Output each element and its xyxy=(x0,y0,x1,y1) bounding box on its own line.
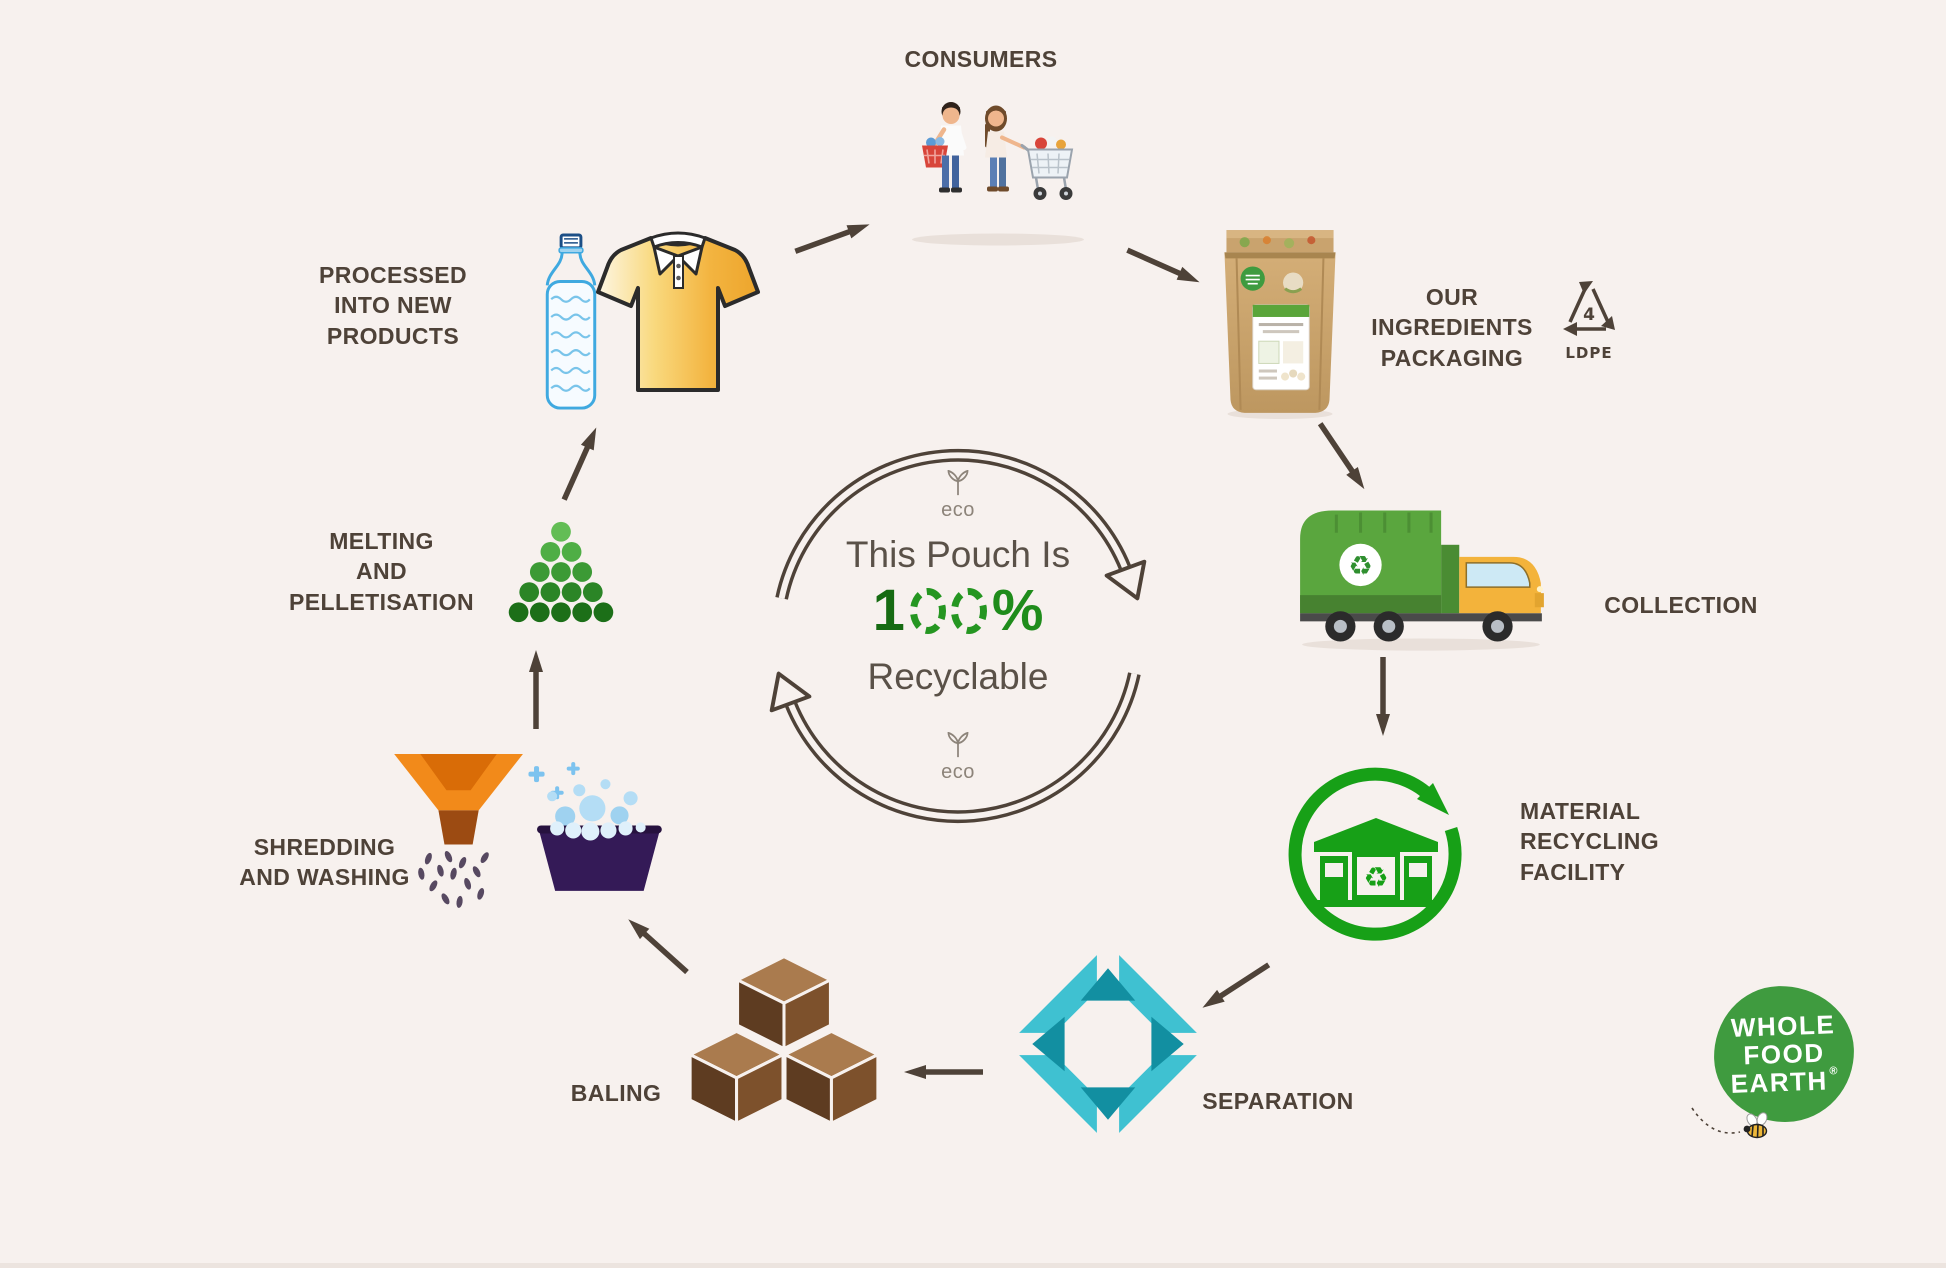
bottom-edge xyxy=(0,1263,1946,1268)
ldpe-resin-code-icon: 4 LDPE xyxy=(1563,281,1615,362)
shredding-washing-icon xyxy=(394,754,662,908)
packaging-label: OUR INGREDIENTS PACKAGING xyxy=(1352,282,1552,373)
collection-label: COLLECTION xyxy=(1604,592,1758,618)
mrf-label-line2: RECYCLING xyxy=(1520,828,1660,855)
pouch-packaging-illustration xyxy=(1224,230,1336,419)
shredding-label-line1: SHREDDING xyxy=(253,834,396,860)
baling-cubes-icon xyxy=(688,955,880,1125)
arrow-consumers-to-packaging xyxy=(1121,242,1204,291)
material-recycling-facility-icon: ♻ xyxy=(1288,767,1462,941)
arrow-baling-to-shredding xyxy=(621,912,694,980)
arrow-processed-to-consumers xyxy=(790,216,874,260)
zero-glyph xyxy=(909,588,946,634)
consumers-illustration xyxy=(912,102,1084,246)
cycle-arrows-icon xyxy=(769,448,1147,824)
tshirt-icon xyxy=(596,231,760,392)
pellets-icon xyxy=(508,521,614,623)
mrf-label-line3: FACILITY xyxy=(1520,858,1626,885)
arrow-mrf-to-separation xyxy=(1196,956,1275,1015)
arrow-packaging-to-collection xyxy=(1312,417,1372,496)
zero-glyph xyxy=(950,588,987,634)
ldpe-text: LDPE xyxy=(1565,344,1612,362)
center-text-line1: This Pouch Is xyxy=(845,534,1071,575)
packaging-label-line2: PACKAGING xyxy=(1380,344,1524,371)
percent-digit: 1 xyxy=(872,578,905,643)
separation-icon xyxy=(1002,938,1214,1150)
mrf-label: MATERIAL RECYCLING FACILITY xyxy=(1520,796,1680,887)
separation-label: SEPARATION xyxy=(1202,1088,1354,1114)
processed-label-line1: PROCESSED xyxy=(318,262,468,288)
logo-text-line3: EARTH® xyxy=(1730,1065,1840,1099)
bee-icon xyxy=(1691,1107,1768,1139)
processed-label: PROCESSED INTO NEW PRODUCTS xyxy=(268,260,518,351)
melting-label-line2: AND xyxy=(355,558,408,585)
packaging-label-line1: OUR INGREDIENTS xyxy=(1371,284,1533,341)
eco-icon-bottom: eco xyxy=(740,731,1176,784)
percent-row: 1 % xyxy=(740,582,1176,640)
ldpe-number: 4 xyxy=(1583,305,1595,325)
sprout-icon xyxy=(947,469,969,496)
shredding-label-line2: AND WASHING xyxy=(239,864,410,891)
arrow-melting-to-processed xyxy=(556,422,605,505)
center-text-line2: Recyclable xyxy=(867,656,1049,697)
processed-label-line2: INTO NEW PRODUCTS xyxy=(326,292,460,349)
arrow-collection-to-mrf xyxy=(1375,654,1391,738)
eco-icon-top: eco xyxy=(740,469,1176,522)
water-bottle-icon xyxy=(545,233,597,410)
arrow-separation-to-baling xyxy=(902,1064,986,1080)
mrf-recycle-icon: ♻ xyxy=(1363,861,1388,894)
truck-recycle-icon: ♻ xyxy=(1348,551,1372,582)
center-badge: eco This Pouch Is 1 % Recyclable eco xyxy=(740,418,1176,854)
baling-label: BALING xyxy=(570,1080,662,1106)
registered-mark: ® xyxy=(1829,1065,1840,1078)
eco-label-top: eco xyxy=(941,499,975,521)
wholefoodearth-logo: WHOLE FOOD EARTH® xyxy=(1691,983,1874,1151)
melting-label-line3: PELLETISATION xyxy=(289,588,474,615)
melting-label-line1: MELTING xyxy=(329,528,434,554)
melting-label: MELTING AND PELLETISATION xyxy=(284,526,479,617)
logo-text-line2: FOOD xyxy=(1742,1037,1826,1071)
mrf-label-line1: MATERIAL xyxy=(1520,798,1641,824)
shredding-label: SHREDDING AND WASHING xyxy=(232,832,417,893)
percent-sign: % xyxy=(991,578,1044,643)
eco-label-bottom: eco xyxy=(941,761,975,783)
arrow-shredding-to-melting xyxy=(528,648,544,732)
consumers-label: CONSUMERS xyxy=(904,46,1058,72)
sprout-icon xyxy=(947,731,969,758)
garbage-truck-illustration: ♻ xyxy=(1300,510,1544,651)
